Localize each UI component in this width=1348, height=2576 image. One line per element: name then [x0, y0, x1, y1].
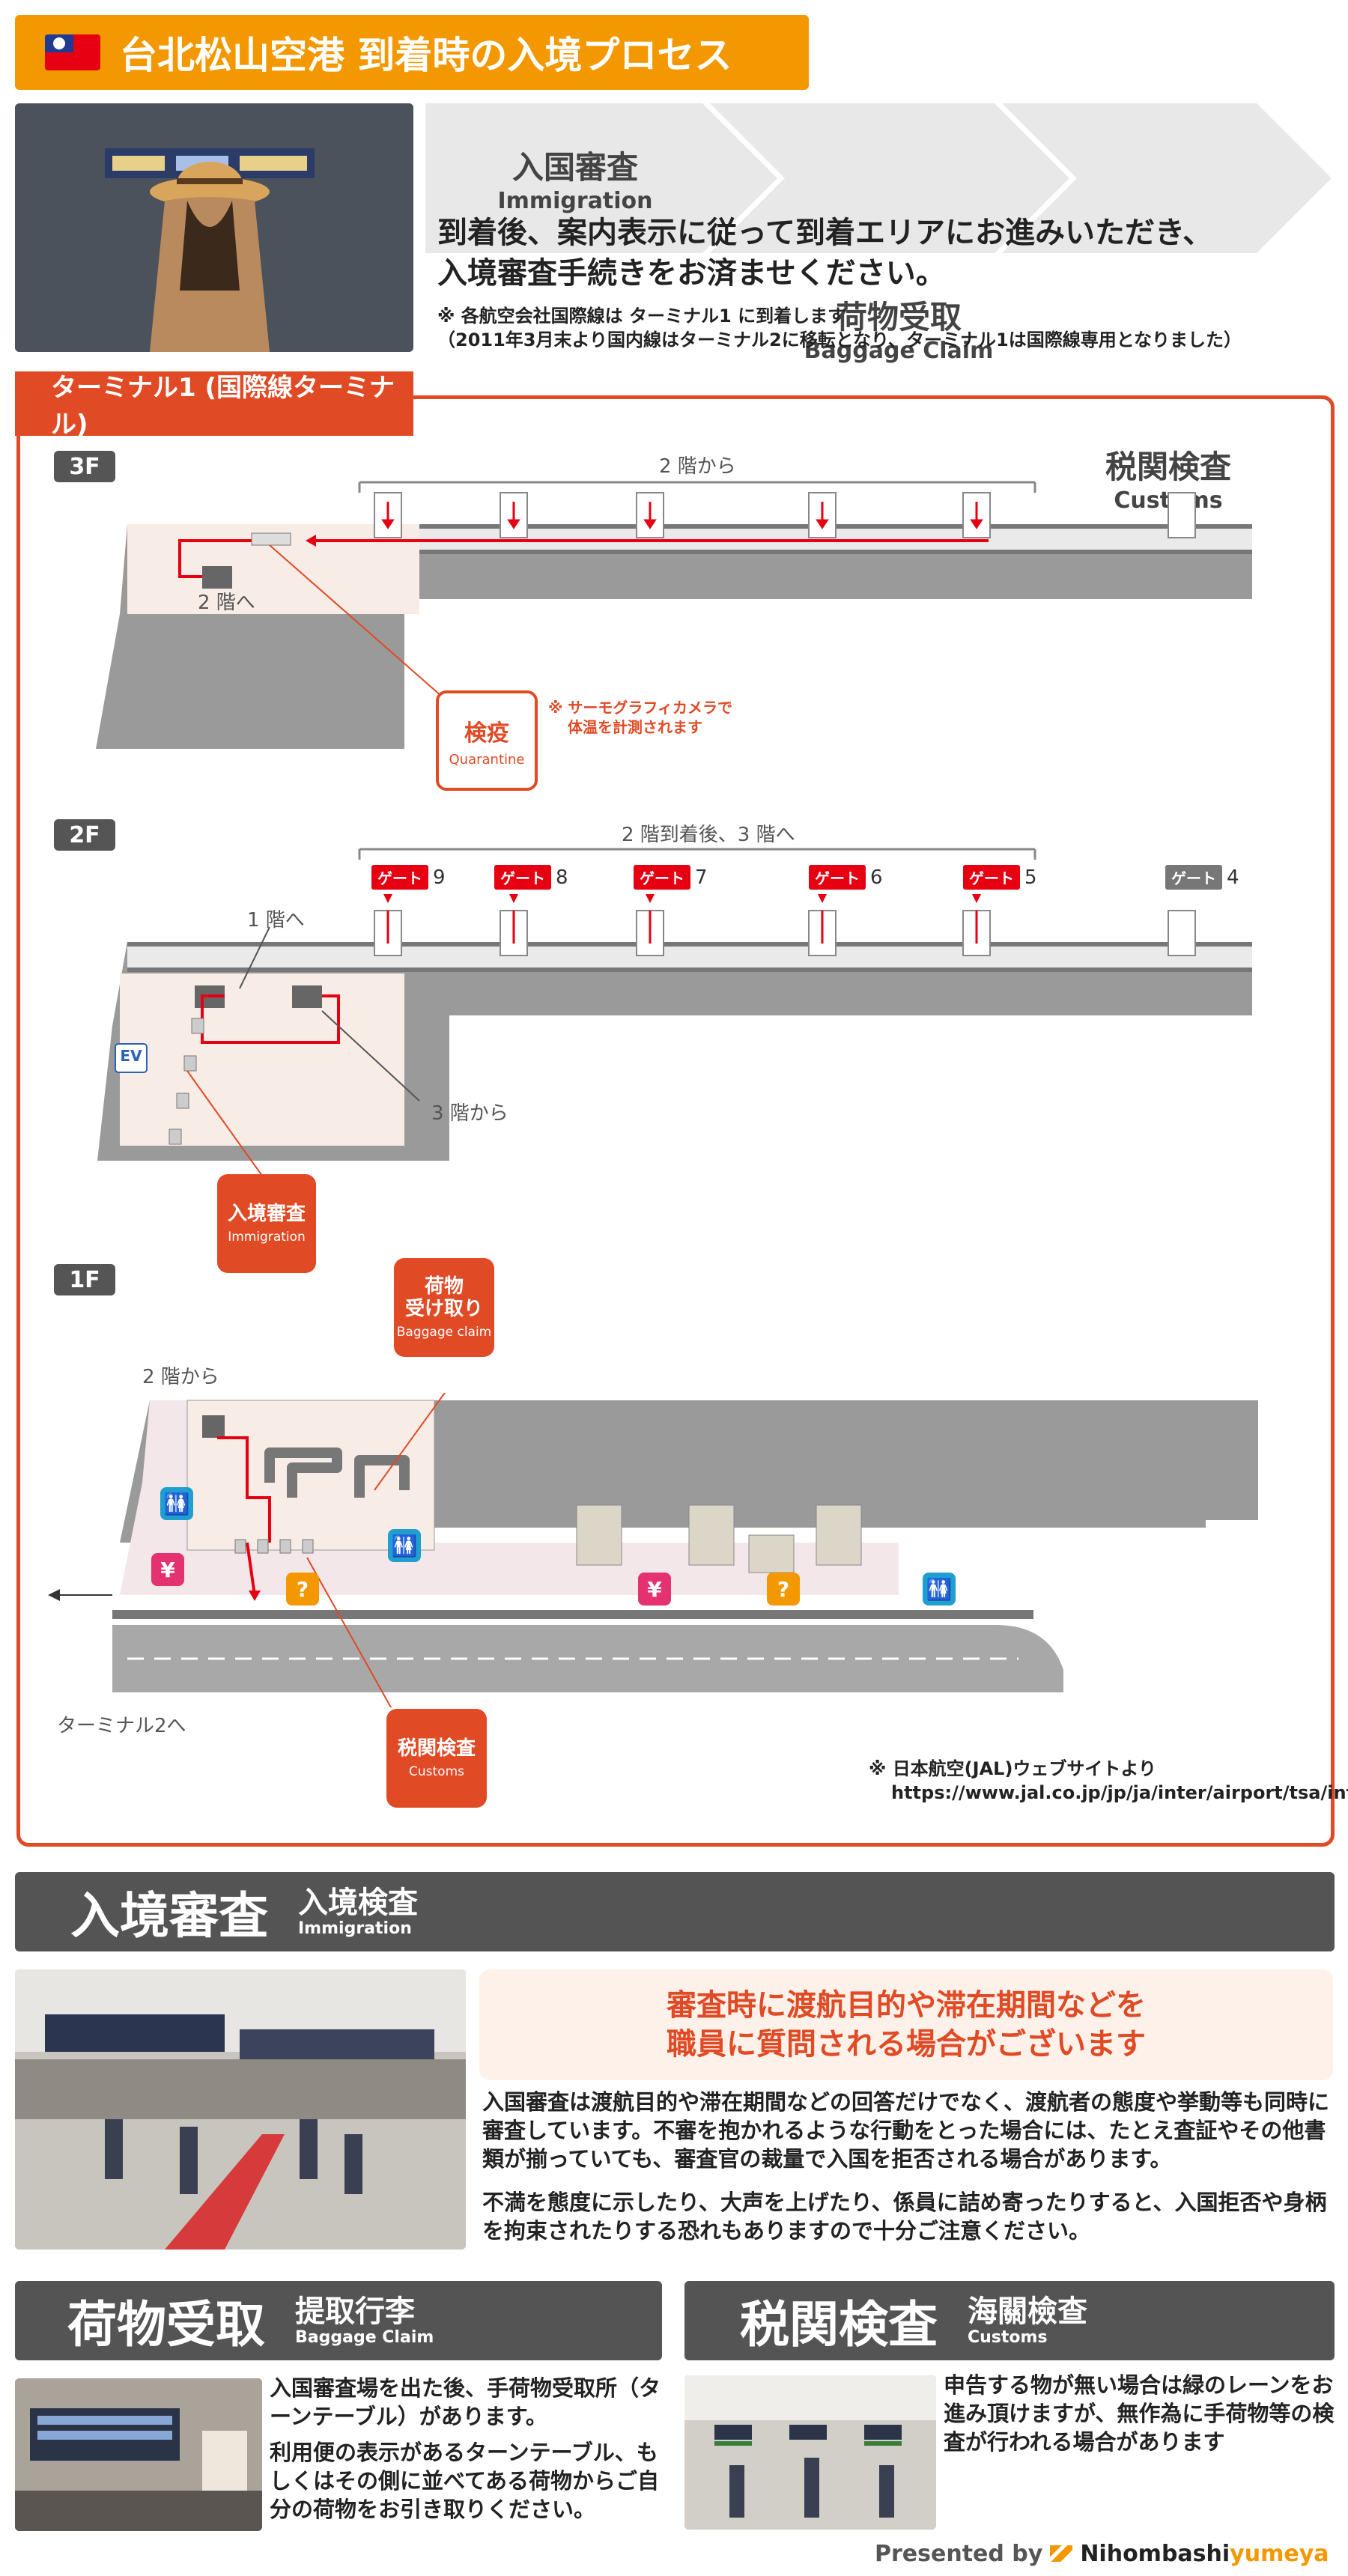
process-arrows	[425, 103, 1332, 253]
restroom-icon: 🚻	[923, 1573, 956, 1606]
terminal-map-frame	[16, 395, 1335, 1847]
floor-tag-3f: 3F	[54, 451, 115, 482]
immigration-title: 入境審査	[70, 1887, 268, 1945]
immigration-para-2: 不満を態度に示したり、大声を上げたり、係員に詰め寄ったりすると、入国拒否や身柄を…	[482, 2190, 1327, 2244]
taiwan-flag-icon	[45, 34, 100, 70]
brand-logo-icon	[1050, 2545, 1073, 2562]
step-arrow-2	[710, 103, 1069, 253]
from-3f-label: 3 階から	[431, 1102, 508, 1125]
source-note: ※ 日本航空(JAL)ウェブサイトより https://www.jal.co.j…	[869, 1757, 1348, 1805]
customs-subtitle: 海關檢查	[968, 2294, 1087, 2329]
terminal-tab: ターミナル1 (国際線ターミナル)	[15, 371, 413, 440]
step-en: Baggage Claim	[804, 338, 994, 364]
currency-exchange-icon: ¥	[151, 1553, 184, 1586]
step-arrow-3	[1002, 103, 1332, 253]
step-jp: 入国審査	[511, 149, 638, 186]
information-icon: ?	[286, 1573, 319, 1606]
brand-name: Nihombashi	[1080, 2540, 1230, 2567]
intro-lead: 到着後、案内表示に従って到着エリアにお進みいただき、 入境審査手続きをお済ませく…	[437, 216, 1213, 291]
immigration-subtitle-en: Immigration	[298, 1919, 412, 1938]
source-link[interactable]: https://www.jal.co.jp/jp/ja/inter/airpor…	[891, 1782, 1348, 1803]
immigration-subtitle: 入境検査	[298, 1885, 418, 1920]
baggage-hall-illustration	[15, 2378, 262, 2531]
brand-name-accent: yumeya	[1230, 2540, 1329, 2567]
immigration-hall-illustration	[15, 1969, 466, 2250]
currency-exchange-icon: ¥	[638, 1573, 671, 1606]
immigration-para-1: 入国審査は渡航目的や滞在期間などの回答だけでなく、渡航者の態度や挙動等も同時に審…	[482, 2089, 1330, 2172]
step-en: Immigration	[497, 188, 653, 214]
customs-para-1: 申告する物が無い場合は緑のレーンをお進み頂けますが、無作為に手荷物等の検査が行わ…	[944, 2372, 1335, 2455]
baggage-callout: 荷物 受け取り Baggage claim	[394, 1258, 494, 1357]
baggage-section-header: 荷物受取 提取行李 Baggage Claim	[15, 2281, 662, 2360]
page-title: 台北松山空港 到着時の入境プロセス	[15, 15, 809, 90]
presented-by-label: Presented by	[875, 2540, 1043, 2567]
baggage-para-1: 入国審査場を出た後、手荷物受取所（ターンテーブル）があります。	[270, 2375, 661, 2429]
customs-title: 税関検査	[740, 2296, 938, 2354]
to-2f-label: 2 階へ	[198, 592, 255, 614]
floor-tag-2f: 2F	[54, 819, 115, 851]
customs-subtitle-en: Customs	[968, 2327, 1048, 2347]
floor-3f-map	[96, 481, 1252, 749]
thermography-note: ※ サーモグラフィカメラで 体温を計測されます	[548, 699, 733, 736]
immigration-photo	[15, 1969, 466, 2250]
step-baggage-claim: 荷物受取 Baggage Claim	[749, 253, 1048, 403]
floor-tag-1f: 1F	[54, 1264, 115, 1295]
customs-section-header: 税関検査 海關檢查 Customs	[684, 2281, 1335, 2360]
traveler-illustration	[15, 103, 413, 352]
step-immigration: 入国審査 Immigration	[425, 103, 725, 253]
baggage-subtitle-en: Baggage Claim	[295, 2327, 434, 2347]
floor-2f-map	[97, 848, 1252, 1176]
from-2f-label: 2 階から	[659, 455, 736, 478]
restroom-icon: 🚻	[388, 1529, 421, 1562]
step-arrow-1	[425, 103, 777, 253]
ev-label: EV	[120, 1047, 142, 1065]
to-1f-label: 1 階へ	[247, 909, 305, 932]
traveler-photo	[15, 103, 413, 352]
immigration-warning: 審査時に渡航目的や滞在期間などを 職員に質問される場合がございます	[479, 1969, 1333, 2080]
information-icon: ?	[767, 1573, 800, 1606]
intro-note: ※ 各航空会社国際線は ターミナル1 に到着します （2011年3月末より国内線…	[437, 306, 1242, 350]
customs-photo	[684, 2375, 936, 2530]
step-jp: 税関検査	[1105, 449, 1231, 485]
baggage-photo	[15, 2378, 262, 2531]
restroom-icon: 🚻	[160, 1487, 193, 1520]
step-jp: 荷物受取	[835, 299, 962, 335]
floor-1f-map	[48, 1393, 1258, 1707]
immigration-callout: 入境審査 Immigration	[217, 1174, 316, 1273]
to-terminal2-label: ターミナル2へ	[57, 1715, 186, 1737]
baggage-para-2: 利用便の表示があるターンテーブル、もしくはその側に並べてある荷物からご自分の荷物…	[270, 2440, 659, 2522]
customs-hall-illustration	[684, 2375, 936, 2530]
customs-callout: 税関検査 Customs	[386, 1709, 487, 1808]
baggage-subtitle: 提取行李	[295, 2294, 415, 2329]
quarantine-callout: 検疫 Quarantine	[436, 690, 538, 791]
immigration-section-header: 入境審査 入境検査 Immigration	[15, 1872, 1335, 1951]
from-2f-1f-label: 2 階から	[142, 1366, 219, 1388]
baggage-title: 荷物受取	[67, 2296, 265, 2354]
arrive-2f-label: 2 階到着後、3 階へ	[622, 824, 795, 846]
